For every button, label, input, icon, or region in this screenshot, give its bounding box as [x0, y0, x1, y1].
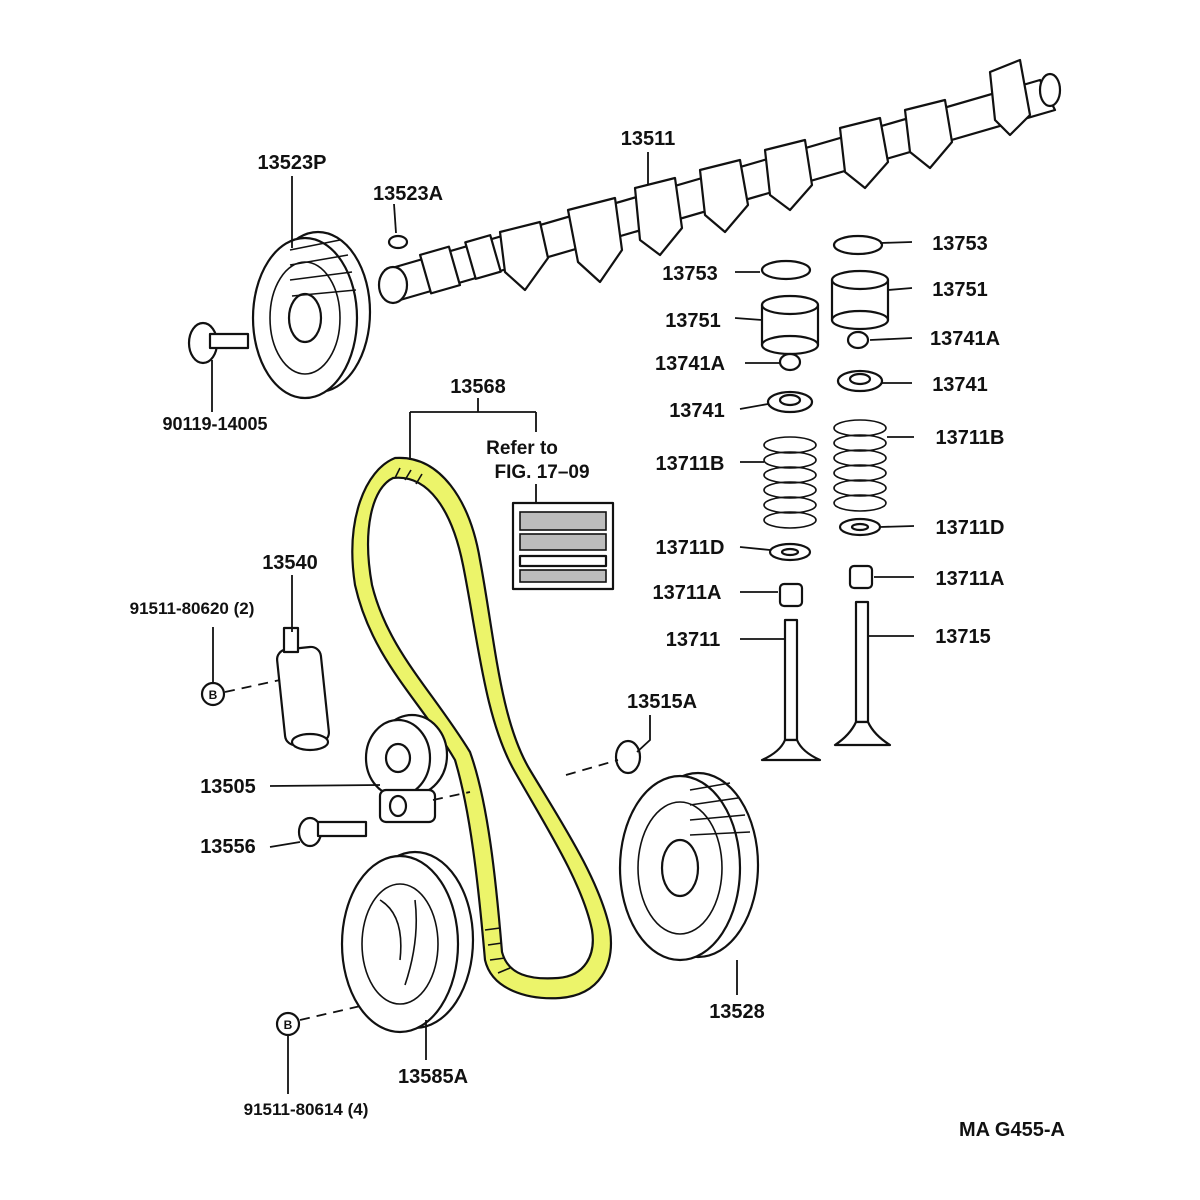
camshaft-pulley-bolt[interactable]	[187, 321, 250, 365]
reference-label	[511, 501, 615, 591]
label-13751-right: 13751	[932, 279, 988, 301]
label-13753-right: 13753	[932, 233, 988, 255]
label-fig-17-09: FIG. 17–09	[494, 462, 589, 483]
valve-spring-right[interactable]	[833, 419, 887, 512]
plug-13515A[interactable]	[614, 739, 642, 775]
timing-belt[interactable]	[351, 456, 612, 1000]
valve-stem-oil-seal-right[interactable]	[848, 564, 874, 590]
valve-lifter-left[interactable]	[760, 294, 820, 356]
label-13515A: 13515A	[627, 691, 697, 713]
camshaft-pulley-pin[interactable]	[387, 234, 409, 250]
timing-belt-idler[interactable]	[364, 713, 449, 824]
label-13715: 13715	[935, 626, 991, 648]
valve-spring-left[interactable]	[763, 436, 817, 529]
idler-bolt[interactable]	[297, 816, 368, 848]
crankshaft-pulley[interactable]	[340, 850, 475, 1034]
label-13711A-right: 13711A	[936, 568, 1005, 590]
valve-spring-retainer-right[interactable]	[836, 369, 884, 393]
valve-adjusting-shim-left[interactable]	[760, 259, 812, 281]
valve-spring-seat-left[interactable]	[768, 542, 812, 562]
bolt-marker-tensioner[interactable]: B	[200, 681, 226, 707]
label-13568: 13568	[450, 376, 506, 398]
svg-text:B: B	[284, 1018, 293, 1032]
label-91511-80614: 91511-80614 (4)	[244, 1100, 369, 1119]
valve-keeper-right[interactable]	[846, 330, 870, 350]
label-13741A-right: 13741A	[930, 328, 1000, 350]
valve-adjusting-shim-right[interactable]	[832, 234, 884, 256]
label-13711D-left: 13711D	[656, 537, 725, 559]
label-13751-left: 13751	[665, 310, 721, 332]
label-13511: 13511	[621, 128, 676, 150]
label-13711A-left: 13711A	[653, 582, 722, 604]
camshaft-timing-pulley[interactable]	[251, 230, 372, 400]
label-13753-left: 13753	[662, 263, 718, 285]
valve-keeper-left[interactable]	[778, 352, 802, 372]
label-13711D-right: 13711D	[936, 517, 1005, 539]
valve-spring-seat-right[interactable]	[838, 517, 882, 537]
label-13585A: 13585A	[398, 1066, 468, 1088]
label-90119-14005: 90119-14005	[162, 414, 267, 434]
label-refer-to: Refer to	[486, 438, 558, 459]
label-13523P: 13523P	[258, 152, 327, 174]
label-13711: 13711	[666, 629, 721, 651]
svg-text:B: B	[209, 688, 218, 702]
label-13741A-left: 13741A	[655, 353, 725, 375]
label-13556: 13556	[200, 836, 256, 858]
label-13528: 13528	[709, 1001, 765, 1023]
label-91511-80620: 91511-80620 (2)	[130, 599, 255, 618]
timing-belt-tensioner[interactable]	[275, 626, 331, 752]
label-13711B-left: 13711B	[656, 453, 725, 475]
valve-stem-oil-seal-left[interactable]	[778, 582, 804, 608]
bolt-marker-pulley[interactable]: B	[275, 1011, 301, 1037]
leader-lines	[211, 152, 915, 1094]
diagram-code: MA G455-A	[959, 1119, 1065, 1141]
label-13711B-right: 13711B	[936, 427, 1005, 449]
label-13505: 13505	[200, 776, 256, 798]
label-13523A: 13523A	[373, 183, 443, 205]
label-13741-left: 13741	[669, 400, 725, 422]
label-13540: 13540	[262, 552, 318, 574]
valve-lifter-right[interactable]	[830, 269, 890, 331]
valve-spring-retainer-left[interactable]	[766, 390, 814, 414]
exhaust-valve[interactable]	[833, 600, 892, 747]
label-13741-right: 13741	[932, 374, 988, 396]
intake-valve[interactable]	[760, 618, 822, 762]
camshaft[interactable]	[377, 58, 1062, 305]
crankshaft-timing-pulley[interactable]	[618, 771, 760, 962]
